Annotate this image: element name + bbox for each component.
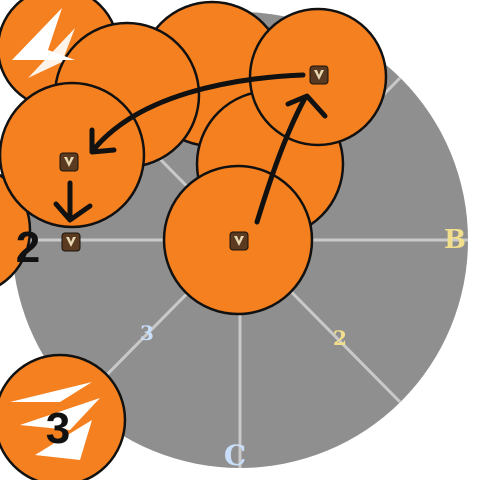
tank-job-icon bbox=[309, 65, 329, 85]
waymark-3: 3 bbox=[140, 321, 154, 345]
waymark-2: 2 bbox=[333, 326, 347, 350]
curved-arrow-icon bbox=[254, 93, 328, 225]
chevron-arrow-icon bbox=[10, 382, 100, 460]
tank-job-icon bbox=[61, 232, 81, 252]
waymark-c: C bbox=[224, 439, 246, 472]
tank-job-icon bbox=[59, 152, 79, 172]
chevron-arrow-icon bbox=[12, 8, 75, 78]
curved-arrow-icon bbox=[89, 72, 306, 155]
tank-job-icon bbox=[229, 231, 249, 251]
player-number-bottom: 3 bbox=[46, 404, 70, 453]
curved-arrow-icon bbox=[53, 180, 93, 223]
player-number-left: 2 bbox=[16, 223, 40, 272]
aoe-circles bbox=[0, 0, 388, 480]
waymark-b: B bbox=[444, 225, 466, 255]
